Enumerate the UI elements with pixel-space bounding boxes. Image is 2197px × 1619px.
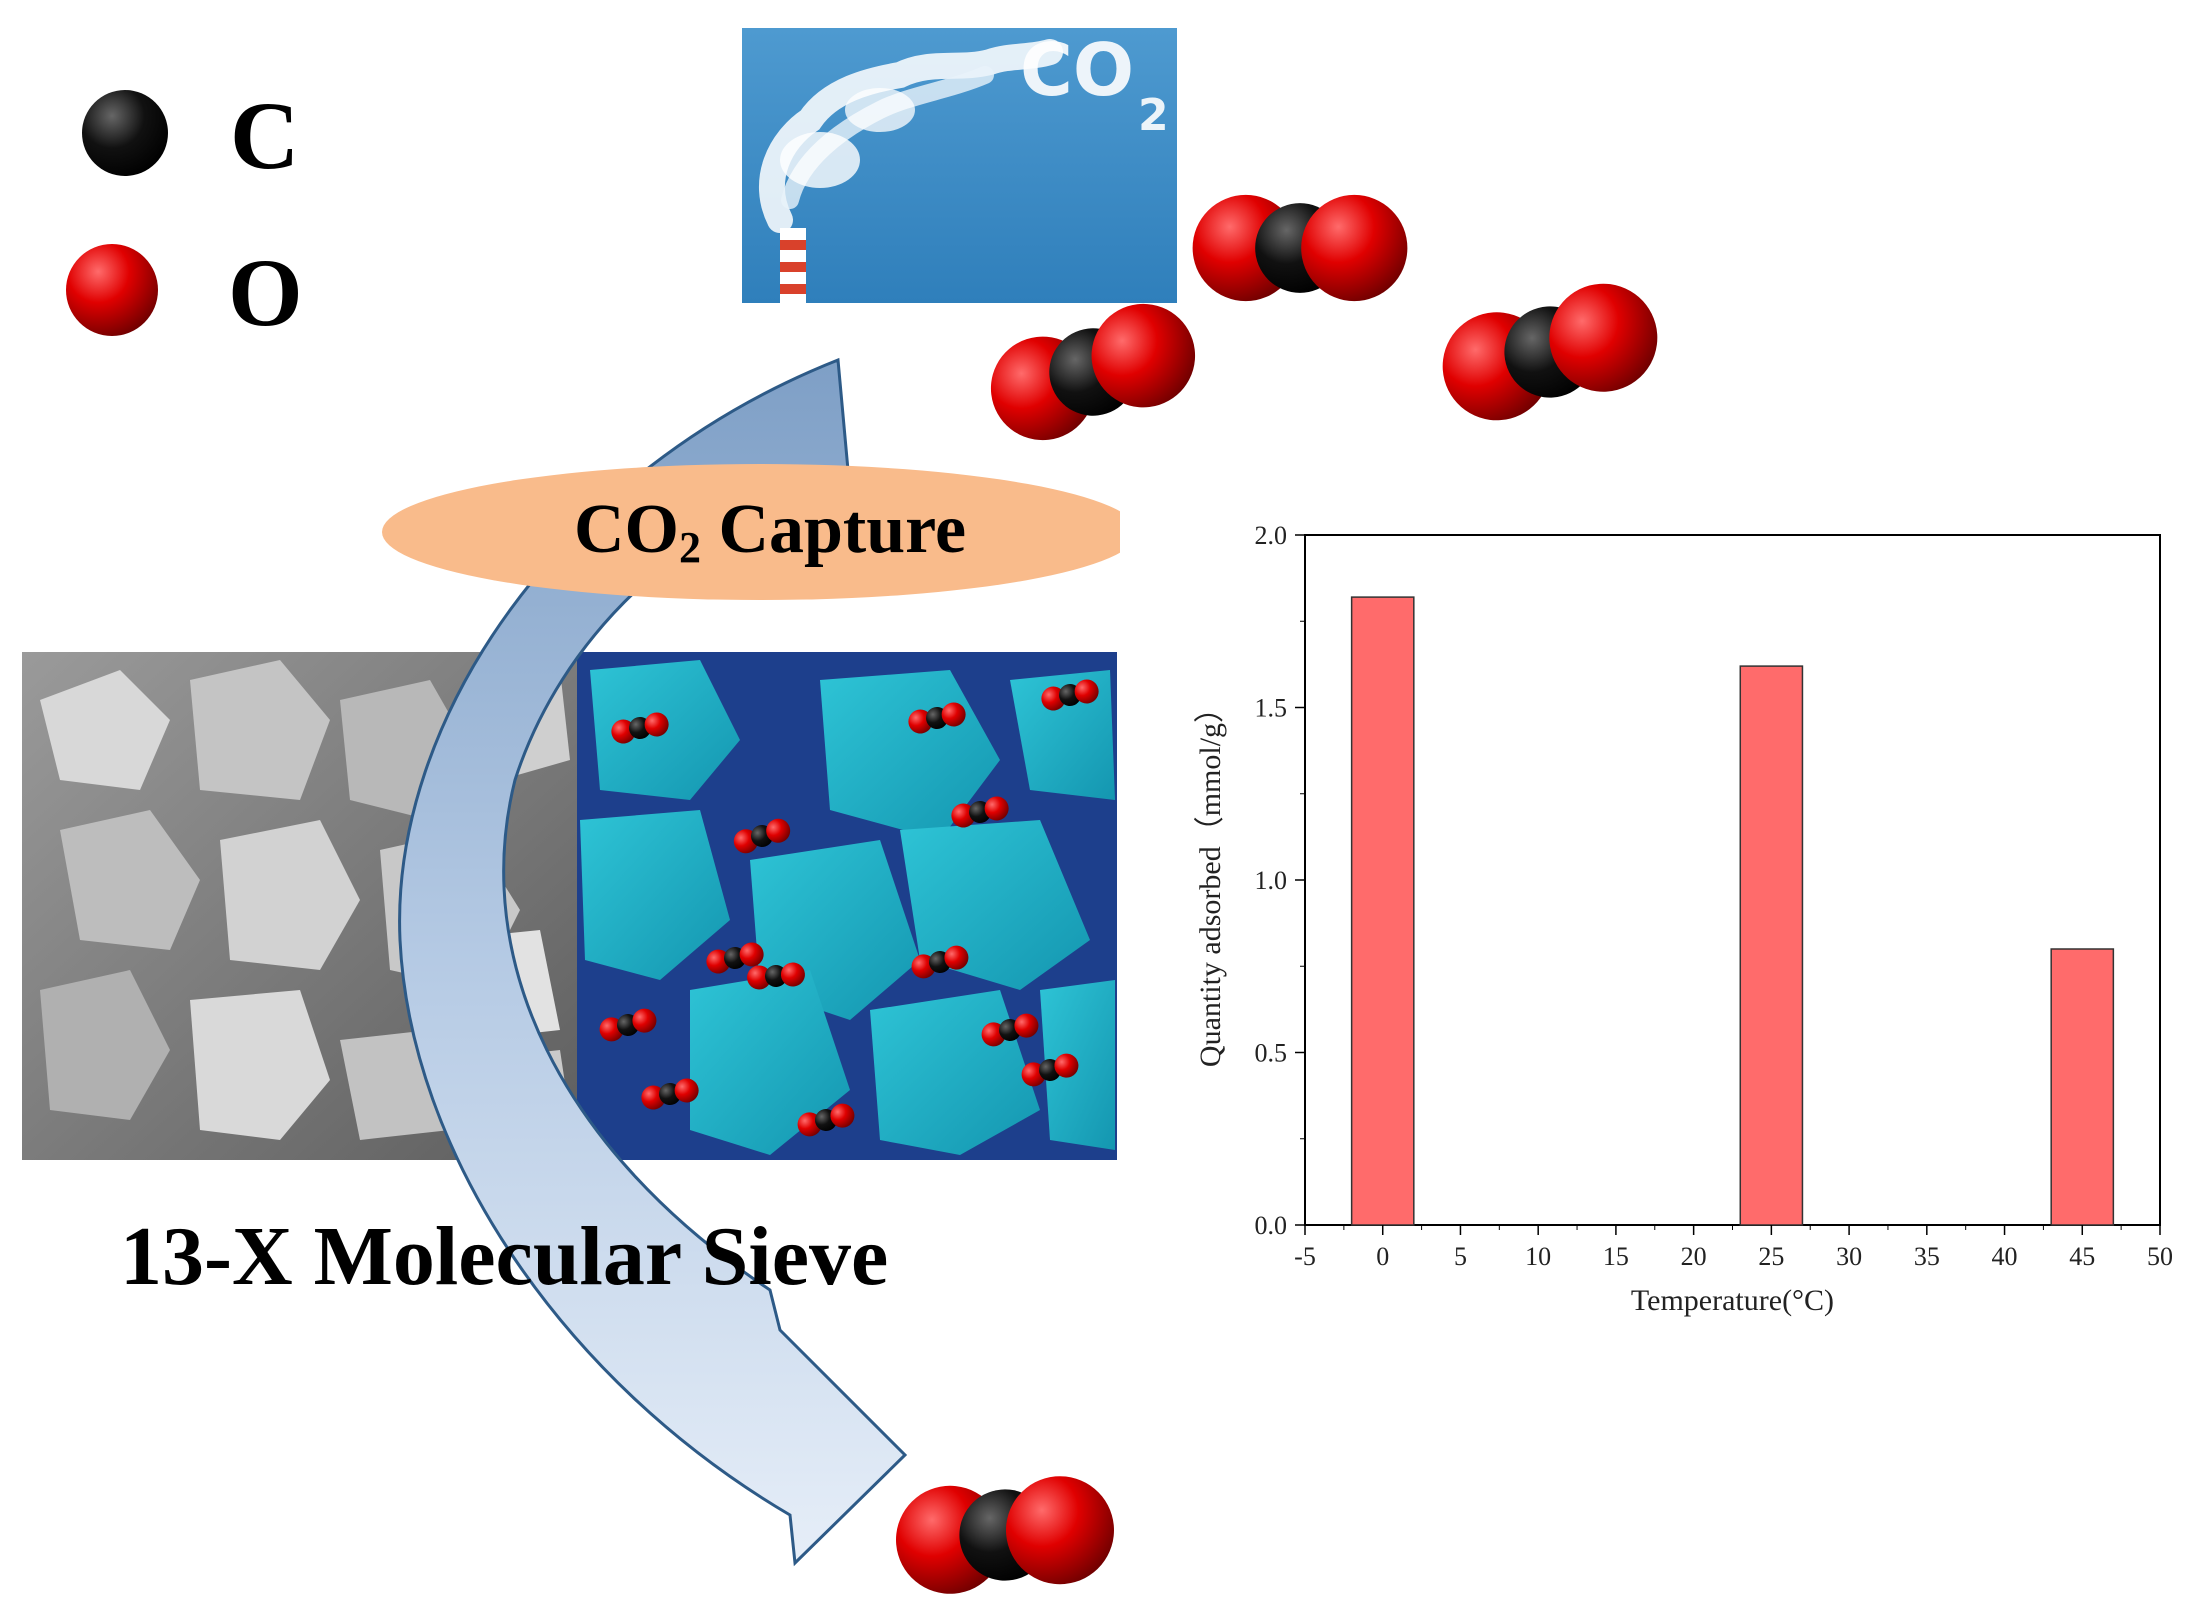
chart-plot-area bbox=[1304, 534, 2161, 1226]
chart-x-tick-label: 45 bbox=[2069, 1242, 2095, 1271]
chart-y-tick-label: 1.0 bbox=[1255, 866, 1288, 895]
chart-bar-45 bbox=[2050, 948, 2115, 1226]
chart-bar-25 bbox=[1739, 665, 1804, 1226]
chart-frame-border bbox=[1304, 534, 2161, 1226]
chart-y-tick-label: 1.5 bbox=[1255, 694, 1288, 723]
smoke-co2-text: CO2 bbox=[1020, 28, 1169, 141]
co2-molecule-bottom bbox=[891, 1471, 1119, 1599]
chart-y-ticks: 0.0 0.5 1.0 1.5 2.0 bbox=[1255, 521, 1305, 1240]
co2-molecule-left bbox=[977, 290, 1209, 454]
chart-x-axis-label: Temperature(°C) bbox=[1631, 1284, 1834, 1317]
capture-label: CO2 Capture bbox=[573, 491, 967, 572]
chart-x-tick-label: 20 bbox=[1681, 1242, 1707, 1271]
chart-y-tick-label: 0.0 bbox=[1255, 1211, 1288, 1240]
chart-x-tick-label: 5 bbox=[1454, 1242, 1467, 1271]
chart-bars bbox=[1350, 596, 2115, 1226]
chart-x-tick-label: 25 bbox=[1758, 1242, 1784, 1271]
legend-carbon-label: C bbox=[230, 82, 300, 189]
chart-x-tick-label: 15 bbox=[1603, 1242, 1629, 1271]
chart-x-tick-label: 40 bbox=[1992, 1242, 2018, 1271]
smokestack-photo: CO2 bbox=[742, 28, 1177, 303]
chart-y-axis-label: Quantity adsorbed（mmol/g） bbox=[1194, 693, 1227, 1067]
legend-oxygen-atom bbox=[66, 244, 158, 336]
chart-bar-0 bbox=[1350, 596, 1415, 1226]
co2-adsorption-image bbox=[577, 652, 1117, 1160]
chart-x-tick-label: -5 bbox=[1294, 1242, 1316, 1271]
chart-x-tick-label: 30 bbox=[1836, 1242, 1862, 1271]
chart-y-tick-label: 2.0 bbox=[1255, 521, 1288, 550]
chart-x-tick-label: 0 bbox=[1376, 1242, 1389, 1271]
co2-molecule-right bbox=[1430, 271, 1670, 433]
sieve-title: 13-X Molecular Sieve bbox=[120, 1210, 889, 1303]
capture-process-arrow bbox=[398, 357, 908, 1567]
co2-molecule-top bbox=[1192, 194, 1408, 302]
adsorption-bar-chart: -5 0 5 10 15 20 25 30 35 40 45 50 0.0 0.5 1.0 1.5 2.0 T… bbox=[1194, 521, 2173, 1317]
chart-x-tick-label: 35 bbox=[1914, 1242, 1940, 1271]
chart-y-tick-label: 0.5 bbox=[1255, 1039, 1288, 1068]
legend-carbon-atom bbox=[82, 90, 168, 176]
legend-oxygen-label: O bbox=[228, 239, 303, 346]
chart-x-ticks: -5 0 5 10 15 20 25 30 35 40 45 50 bbox=[1294, 1225, 2173, 1271]
chart-x-tick-label: 50 bbox=[2147, 1242, 2173, 1271]
capture-ellipse bbox=[382, 464, 1138, 600]
chart-x-tick-label: 10 bbox=[1525, 1242, 1551, 1271]
